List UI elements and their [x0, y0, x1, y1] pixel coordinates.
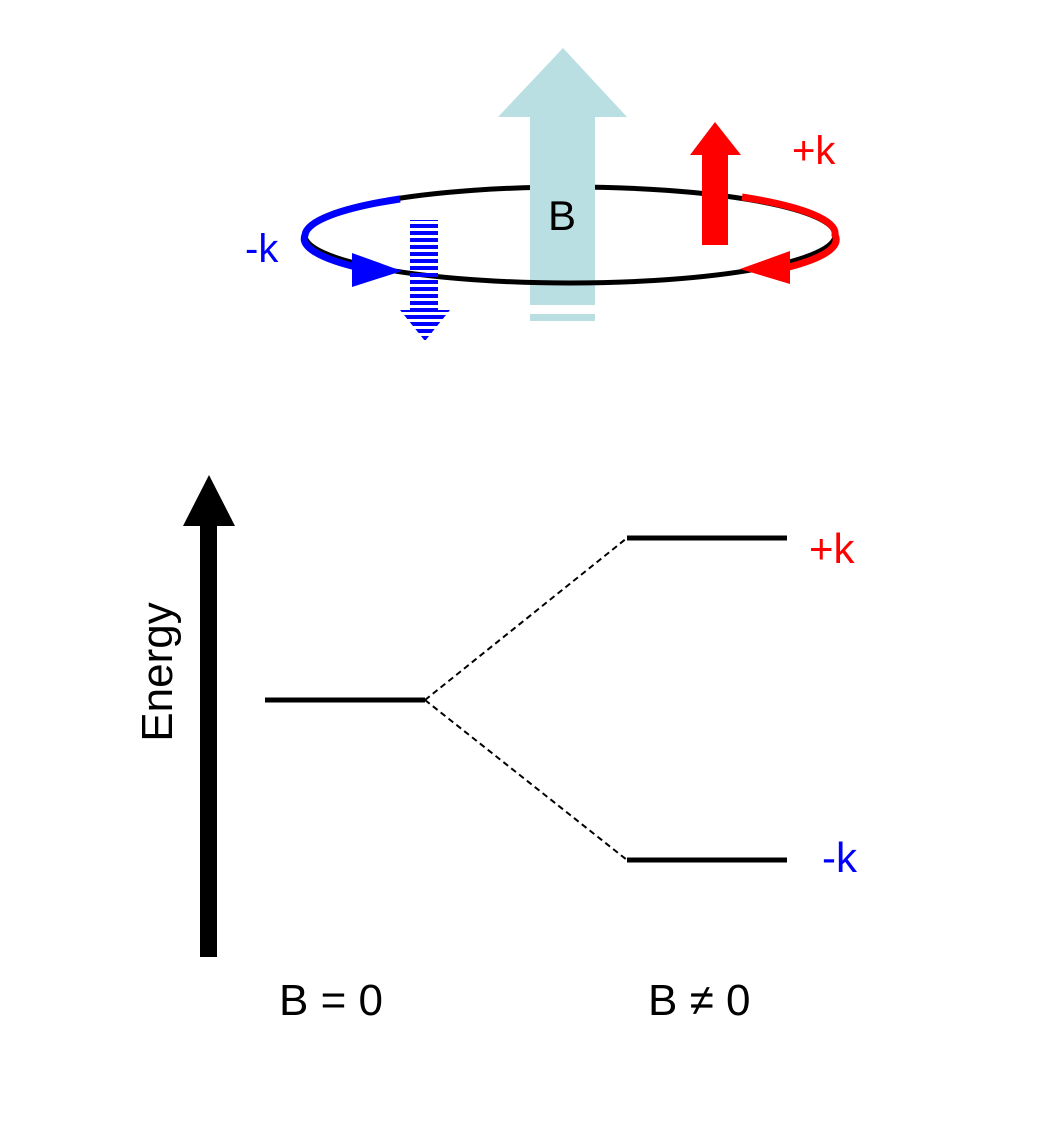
- split-line-lower: [424, 699, 628, 861]
- energy-axis-label: Energy: [133, 602, 182, 741]
- zero-field-caption: B = 0: [279, 976, 383, 1025]
- minus-k-level-label: -k: [822, 834, 858, 881]
- minus-k-moment-arrow: [400, 220, 450, 341]
- plus-k-label: +k: [792, 129, 836, 173]
- nonzero-field-caption: B ≠ 0: [648, 976, 750, 1025]
- minus-k-rotation-arc: [300, 195, 401, 272]
- plus-k-rotation-arrowhead: [740, 251, 790, 284]
- split-line-upper: [424, 537, 628, 701]
- energy-axis-arrow: [183, 475, 235, 957]
- plus-k-moment-arrow: [690, 122, 741, 245]
- plus-k-rotation-arc: [741, 193, 840, 272]
- plus-k-level-label: +k: [809, 525, 856, 572]
- orbit-front: [302, 234, 838, 286]
- field-label: B: [548, 192, 576, 239]
- minus-k-label: -k: [245, 227, 279, 271]
- minus-k-rotation-arrowhead: [352, 253, 402, 287]
- magnetic-field-arrow: [498, 48, 627, 321]
